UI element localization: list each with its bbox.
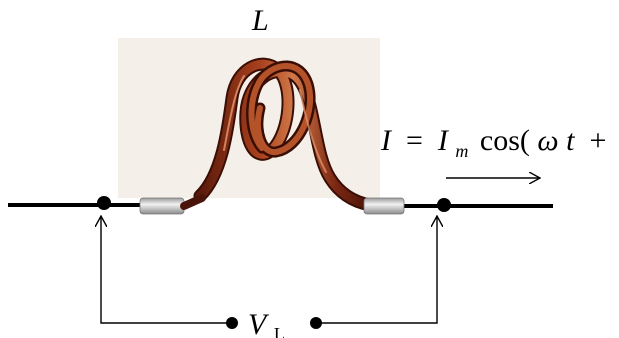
current-equation: I = I m cos( ω t + ϑ 0 ) <box>380 124 619 164</box>
equals-sign: = <box>399 124 431 157</box>
cos-function: cos( <box>480 124 530 157</box>
voltmeter-left-terminal <box>226 317 238 329</box>
left-junction-node <box>97 196 111 210</box>
voltage-subscript: L <box>274 324 285 338</box>
inductor-coil <box>193 57 377 212</box>
right-coil-terminal <box>363 197 405 215</box>
right-junction-node <box>437 198 451 212</box>
voltage-symbol: V <box>248 308 270 338</box>
inductor-label: L <box>251 4 269 37</box>
amplitude-subscript: m <box>455 141 468 161</box>
right-voltage-lead <box>316 216 437 324</box>
left-voltage-lead <box>101 216 232 324</box>
amplitude-symbol: I <box>437 124 450 157</box>
omega-symbol: ω <box>537 124 558 157</box>
current-symbol: I <box>380 124 393 157</box>
left-coil-terminal <box>139 197 185 215</box>
voltage-label: V L <box>248 308 285 338</box>
plus-sign: + <box>582 124 614 157</box>
time-symbol: t <box>566 124 575 157</box>
voltmeter-right-terminal <box>310 317 322 329</box>
